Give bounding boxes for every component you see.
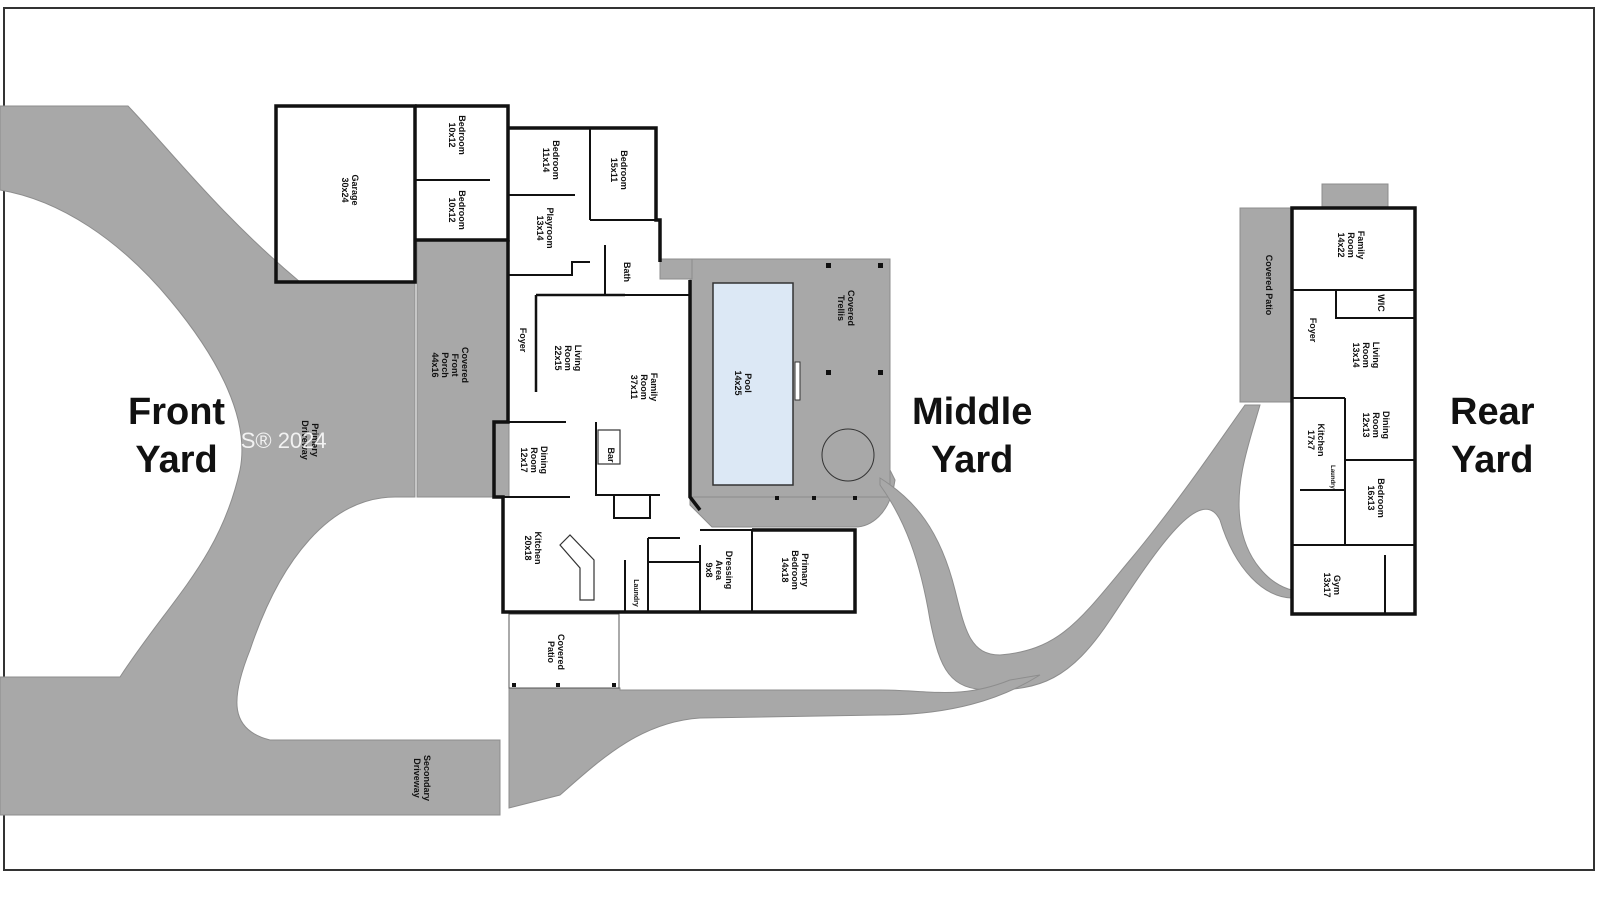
pool-path bbox=[879, 404, 1293, 691]
label-primary-bedroom: PrimaryBedroom14x18 bbox=[780, 550, 810, 590]
label-bedroom-b: Bedroom10x12 bbox=[447, 190, 467, 230]
guest-deck-top bbox=[1321, 183, 1389, 209]
label-guest-dining: DiningRoom12x13 bbox=[1361, 411, 1391, 439]
middle-yard-line2: Yard bbox=[930, 439, 1014, 481]
label-bedroom-c: Bedroom11x14 bbox=[541, 140, 561, 180]
rear-yard-label: Rear Yard bbox=[1450, 388, 1535, 484]
label-family-room: FamilyRoom37x11 bbox=[629, 373, 659, 402]
label-pool: Pool14x25 bbox=[733, 370, 753, 395]
label-bedroom-d: Bedroom15x11 bbox=[609, 150, 629, 190]
label-bedroom-a: Bedroom10x12 bbox=[447, 115, 467, 155]
front-yard-line1: Front bbox=[128, 391, 226, 433]
label-playroom: Playroom13x14 bbox=[535, 207, 555, 248]
label-guest-patio: Covered Patio bbox=[1264, 255, 1274, 316]
middle-yard-label: Middle Yard bbox=[912, 388, 1032, 484]
lower-deck bbox=[689, 469, 896, 528]
main-house-walls bbox=[274, 104, 857, 614]
mls-watermark: A11610990 © Miami MLS® 2024 bbox=[6, 428, 327, 453]
rear-yard-line1: Rear bbox=[1450, 391, 1535, 433]
kitchen-patio bbox=[508, 613, 620, 689]
label-secondary-driveway: SecondaryDriveway bbox=[412, 755, 432, 801]
guest-covered-patio bbox=[1239, 207, 1293, 403]
label-guest-laundry: Laundry bbox=[1329, 465, 1335, 489]
label-guest-kitchen: Kitchen17x7 bbox=[1306, 423, 1326, 456]
label-guest-family-room: FamilyRoom14x22 bbox=[1336, 231, 1366, 260]
middle-yard-line1: Middle bbox=[912, 391, 1033, 433]
trellis-posts bbox=[512, 263, 883, 687]
label-bar: Bar bbox=[606, 447, 616, 463]
label-garage: Garage30x24 bbox=[340, 174, 360, 205]
label-foyer: Foyer bbox=[518, 328, 528, 353]
room-labels: Garage30x24 Bedroom10x12 Bedroom10x12 Be… bbox=[300, 115, 1391, 801]
label-porch: CoveredFrontPorch44x16 bbox=[430, 347, 470, 383]
label-bath: Bath bbox=[622, 262, 632, 282]
label-guest-foyer: Foyer bbox=[1308, 318, 1318, 343]
label-guest-bedroom: Bedroom16x13 bbox=[1366, 478, 1386, 518]
pool bbox=[712, 282, 794, 486]
page-frame bbox=[3, 7, 1595, 871]
label-laundry: Laundry bbox=[632, 579, 639, 607]
pool-step bbox=[794, 361, 801, 401]
label-kitchen: Kitchen20x18 bbox=[523, 531, 543, 564]
label-trellis: CoveredTrellis bbox=[836, 290, 856, 326]
front-yard-line2: Yard bbox=[135, 439, 218, 481]
label-dining-room: DiningRoom12x17 bbox=[519, 446, 549, 474]
rear-yard-line2: Yard bbox=[1451, 439, 1534, 481]
front-yard-label: Front Yard bbox=[128, 388, 225, 484]
south-driveway bbox=[508, 674, 1041, 809]
deck-strip bbox=[659, 258, 693, 280]
label-primary-driveway: PrimaryDriveway bbox=[300, 420, 320, 460]
label-kitchen-patio: CoveredPatio bbox=[546, 634, 566, 670]
label-guest-gym: Gym13x17 bbox=[1322, 572, 1342, 597]
spa bbox=[821, 428, 875, 482]
bar-counter bbox=[597, 429, 621, 465]
label-guest-wic: WIC bbox=[1376, 294, 1386, 312]
label-living-room: LivingRoom22x15 bbox=[553, 345, 583, 372]
label-dressing: DressingArea9x8 bbox=[704, 551, 734, 590]
kitchen-island bbox=[559, 534, 595, 601]
label-guest-living: LivingRoom13x14 bbox=[1351, 342, 1381, 369]
guest-house-walls bbox=[1290, 206, 1417, 616]
